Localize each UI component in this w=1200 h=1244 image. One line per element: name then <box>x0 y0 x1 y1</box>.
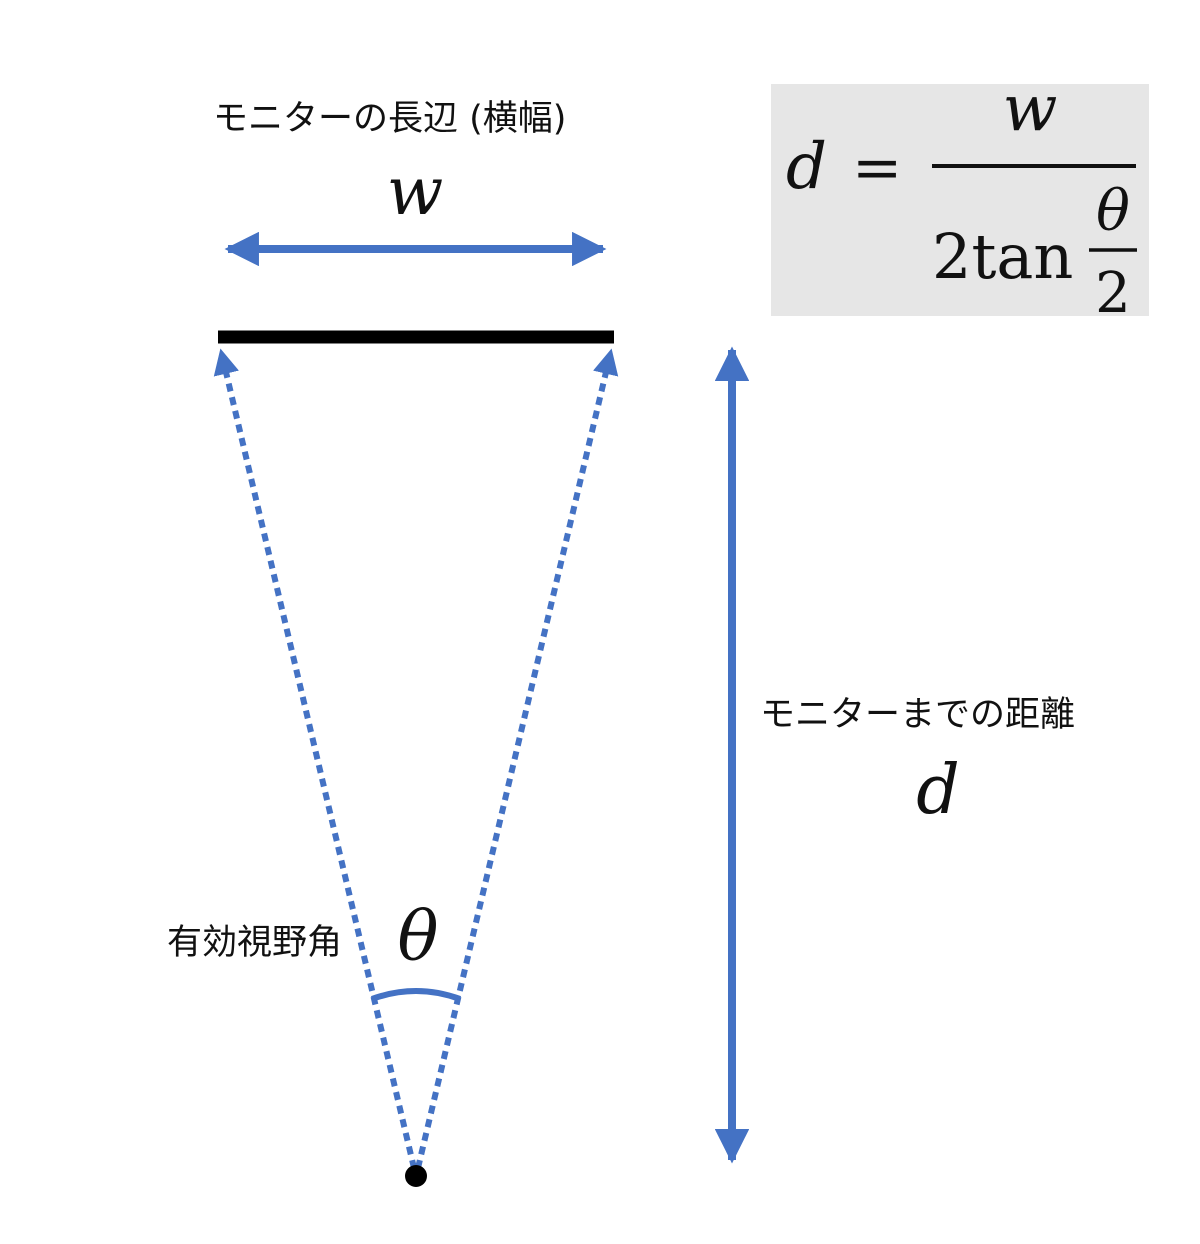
formula-box <box>771 84 1149 316</box>
monitor-width-label: モニターの長辺 (横幅) <box>213 99 566 139</box>
formula-inner-denominator: 2 <box>1095 261 1131 326</box>
fov-angle-label: 有効視野角 <box>167 923 342 963</box>
formula-equals: = <box>852 133 902 203</box>
formula-numerator: w <box>1003 72 1058 146</box>
fov-angle-arc <box>370 988 462 1002</box>
viewer-point <box>405 1165 427 1187</box>
formula-lhs: d <box>786 130 827 204</box>
monitor-distance-label: モニターまでの距離 <box>760 695 1075 735</box>
distance-symbol: d <box>916 751 960 830</box>
right-sight-line <box>415 348 619 1169</box>
formula-denominator-prefix: 2tan <box>932 220 1073 293</box>
formula-inner-numerator: θ <box>1096 179 1130 244</box>
width-symbol: w <box>387 153 444 230</box>
angle-symbol: θ <box>398 898 439 977</box>
left-sight-line <box>213 348 417 1169</box>
